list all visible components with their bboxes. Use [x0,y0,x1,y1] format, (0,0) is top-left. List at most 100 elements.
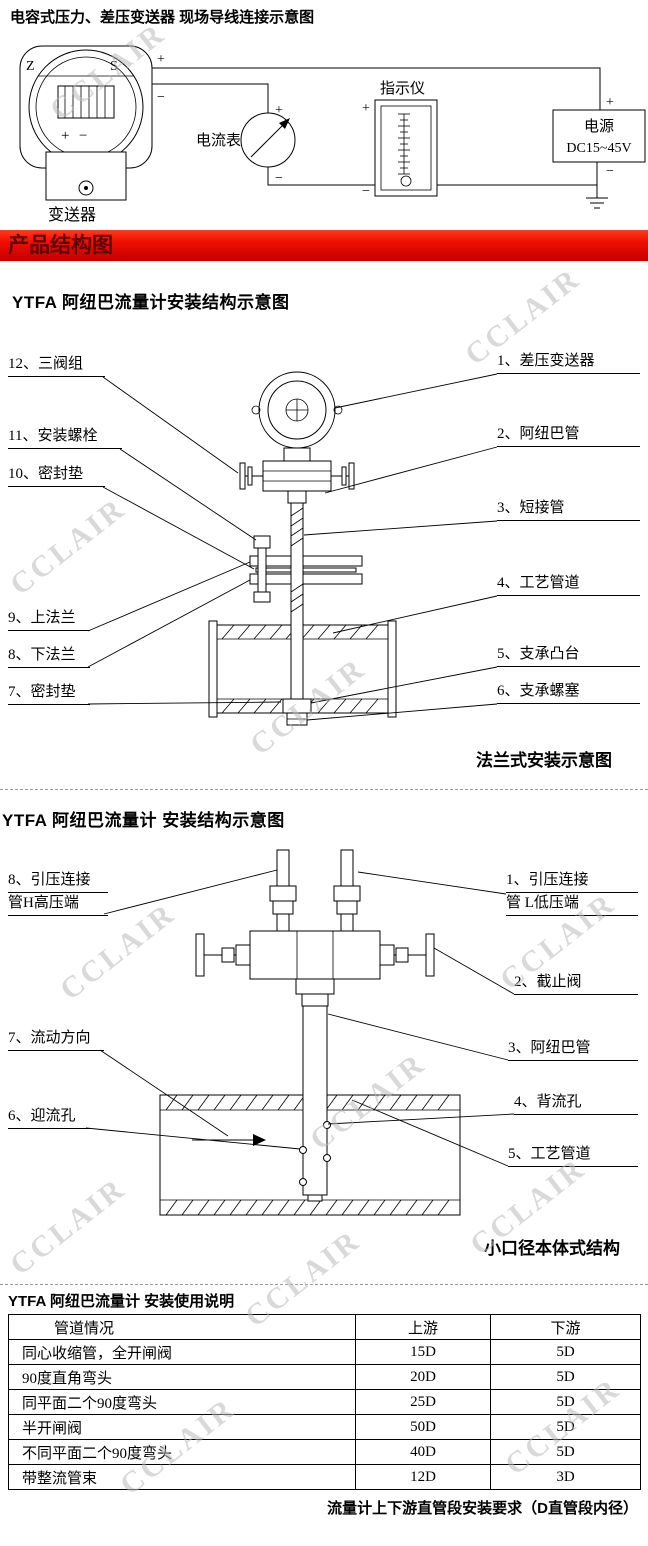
impulse-tubes-drawing [269,849,361,932]
leader-lines [85,869,515,1167]
support-drawing [282,698,312,726]
dashed-divider [0,1284,648,1285]
table-cell: 同平面二个90度弯头 [8,1389,356,1415]
diagram2-caption: 小口径本体式结构 [484,1239,620,1258]
table-row: 带整流管束 12D 3D [8,1464,641,1490]
table-cell: 20D [355,1364,491,1390]
table-header-downstream: 下游 [490,1314,641,1340]
banner-title: 产品结构图 [8,234,113,257]
integral-structure-drawing [85,849,515,1216]
callout-label-6-front-hole: 6、迎流孔 [8,1108,90,1129]
table-header-row: 管道情况 上游 下游 [8,1314,641,1340]
callout-label-2-stop-valve: 2、截止阀 [514,974,638,995]
table-cell: 5D [490,1389,641,1415]
callout-label-10: 10、密封垫 [8,466,105,487]
transmitter-label: 变送器 [48,206,96,224]
callout-label-4: 4、工艺管道 [497,575,640,596]
callout-label-3: 3、短接管 [497,500,640,521]
annubar-pipe-drawing [290,502,304,700]
table-cell: 25D [355,1389,491,1415]
callout-label-line: 管 L低压端 [506,895,638,916]
table-row: 半开闸阀 50D 5D [8,1414,641,1440]
polarity-plus: + [606,95,614,110]
power-value: DC15~45V [566,141,631,156]
indicator-label: 指示仪 [380,80,425,97]
callout-label-9: 9、上法兰 [8,610,90,631]
polarity-plus: + [61,128,69,144]
table-cell: 5D [490,1439,641,1465]
table-cell: 5D [490,1414,641,1440]
table-cell: 50D [355,1414,491,1440]
callout-label-line: 8、引压连接 [8,872,108,893]
polarity-minus: − [157,90,165,105]
callout-label-12: 12、三阀组 [8,356,105,377]
callout-label-8: 8、下法兰 [8,647,90,668]
indicator-symbol: 指示仪 + − [362,80,438,199]
polarity-plus: + [157,52,165,67]
wiring-lines: + − [152,52,601,186]
table-cell: 带整流管束 [8,1464,356,1490]
flange-installation-drawing [87,371,498,726]
callout-label-7: 7、密封垫 [8,684,90,705]
table-header-pipe-condition: 管道情况 [8,1314,356,1340]
table-row: 90度直角弯头 20D 5D [8,1364,641,1390]
callout-label-2: 2、阿纽巴管 [497,426,640,447]
diagram1-title: YTFA 阿纽巴流量计安装结构示意图 [12,293,290,312]
dashed-divider [0,789,648,790]
installation-table: 管道情况 上游 下游 同心收缩管，全开闸阀 15D 5D 90度直角弯头 20D… [8,1314,641,1490]
power-label: 电源 [584,118,614,135]
table-cell: 12D [355,1464,491,1490]
table-header-upstream: 上游 [355,1314,491,1340]
leader-lines [87,373,498,721]
ammeter-symbol: 电流表 + − [196,103,296,186]
callout-label-5-pipe: 5、工艺管道 [508,1146,638,1167]
table-cell: 不同平面二个90度弯头 [8,1439,356,1465]
annubar-tube-drawing [299,1005,331,1202]
transmitter-symbol: Z S + − 变送器 [19,45,153,224]
table-cell: 90度直角弯头 [8,1364,356,1390]
wiring-diagram: Z S + − 变送器 + − 电流表 [19,45,646,224]
callout-label-5: 5、支承凸台 [497,646,640,667]
polarity-minus: − [362,184,370,199]
ammeter-label: 电流表 [196,132,241,149]
usage-title: YTFA 阿纽巴流量计 安装使用说明 [8,1293,235,1310]
flow-direction-arrow [192,1134,266,1146]
table-cell: 5D [490,1339,641,1365]
table-cell: 40D [355,1439,491,1465]
wiring-title: 电容式压力、差压变送器 现场导线连接示意图 [10,9,315,26]
callout-label-7-flow: 7、流动方向 [8,1030,104,1051]
table-cell: 5D [490,1364,641,1390]
power-supply-symbol: 电源 DC15~45V + − [552,95,646,209]
terminal-z-label: Z [26,59,35,74]
usage-footer-note: 流量计上下游直管段安装要求（D直管段内径） [327,1500,638,1517]
valve-block-drawing [195,930,435,1007]
callout-label-1: 1、差压变送器 [497,353,640,374]
dp-transmitter-drawing [251,371,343,462]
valve-manifold-drawing [239,460,355,504]
callout-label-3-annubar: 3、阿纽巴管 [508,1040,638,1061]
table-cell: 同心收缩管，全开闸阀 [8,1339,356,1365]
table-row: 不同平面二个90度弯头 40D 5D [8,1439,641,1465]
diagram2-title: YTFA 阿纽巴流量计 安装结构示意图 [2,811,285,830]
callout-label-11: 11、安装螺栓 [8,428,122,449]
polarity-plus: + [275,103,283,118]
section-banner: 产品结构图 [0,230,648,261]
callout-label-1-lp: 1、引压连接 管 L低压端 [506,872,638,916]
flange-assembly-drawing [249,535,363,603]
table-cell: 3D [490,1464,641,1490]
polarity-plus: + [362,101,370,116]
callout-label-line: 1、引压连接 [506,872,638,893]
callout-label-8-hp: 8、引压连接 管H高压端 [8,872,108,916]
callout-label-4-back-hole: 4、背流孔 [514,1094,638,1115]
callout-label-line: 管H高压端 [8,895,108,916]
table-row: 同平面二个90度弯头 25D 5D [8,1389,641,1415]
table-cell: 15D [355,1339,491,1365]
table-cell: 半开闸阀 [8,1414,356,1440]
callout-label-6: 6、支承螺塞 [497,683,640,704]
terminal-s-label: S [110,59,118,74]
polarity-minus: − [275,171,283,186]
ground-icon [586,185,608,209]
polarity-minus: − [79,128,87,144]
table-row: 同心收缩管，全开闸阀 15D 5D [8,1339,641,1365]
